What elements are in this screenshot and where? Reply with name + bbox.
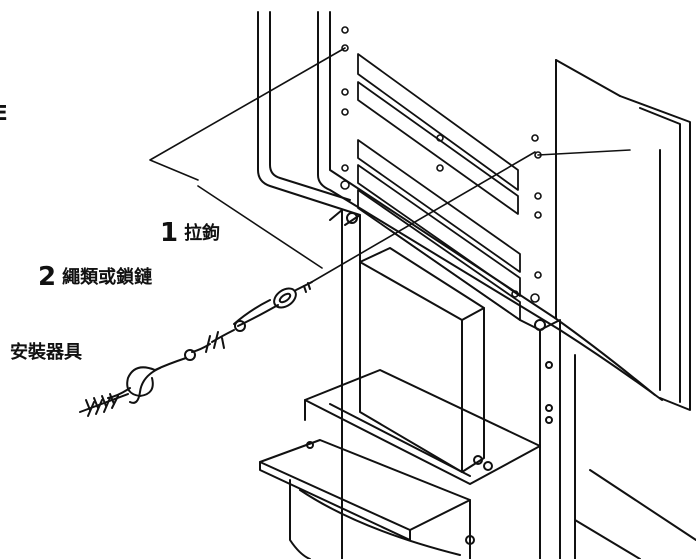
screw-eye-anchor: [79, 366, 161, 417]
hook-part: [273, 281, 313, 309]
label-hook-text: 拉鉤: [184, 223, 221, 244]
vent-slots: [357, 53, 521, 321]
label-hook-number: 1: [160, 218, 179, 248]
stand-posts: [329, 209, 576, 559]
device-box: [359, 247, 485, 473]
display-panel: [257, 11, 691, 411]
label-rope-number: 2: [38, 262, 57, 292]
callout-lines: [149, 47, 631, 269]
rope-part: [154, 299, 279, 371]
label-anchor: 安裝器具: [10, 342, 82, 363]
wire-line: [309, 151, 536, 284]
mounting-holes: [340, 26, 542, 303]
edge-character: E: [0, 101, 8, 125]
label-rope-text: 繩類或鎖鏈: [62, 267, 153, 288]
shelf-base: [259, 369, 696, 559]
